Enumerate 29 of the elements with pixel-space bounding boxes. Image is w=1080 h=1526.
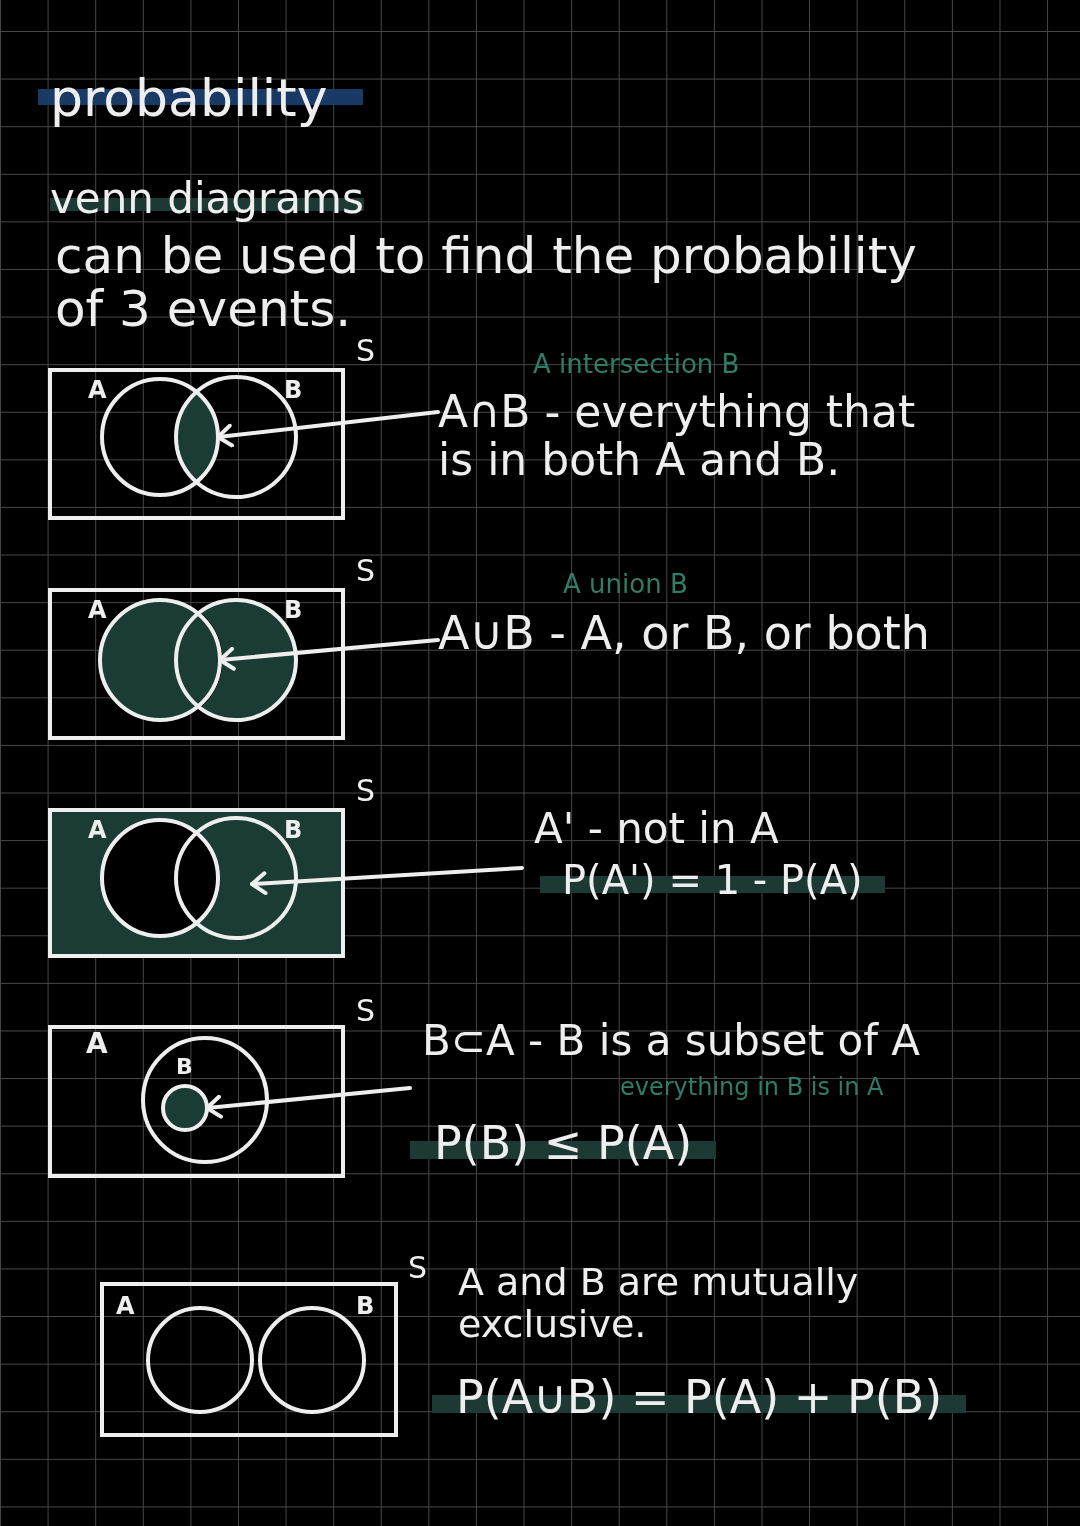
sample-space-label: S: [356, 336, 376, 366]
leader-arrow: [216, 410, 440, 448]
definition-text: A∩B - everything that is in both A and B.: [438, 388, 917, 485]
definition-text: A' - not in A: [534, 806, 779, 853]
set-label: B: [284, 378, 303, 402]
set-label: B: [284, 818, 303, 842]
sample-space-label: S: [356, 996, 376, 1026]
sample-space-label: S: [356, 556, 376, 586]
note-text: A and B are mutually exclusive.: [458, 1262, 860, 1346]
leader-arrow: [218, 638, 440, 671]
set-label: A: [116, 1294, 135, 1318]
intro-text: can be used to find the probability of 3 events.: [55, 230, 918, 335]
set-label: B: [356, 1294, 375, 1318]
set-label: B: [176, 1056, 193, 1078]
note-heading: A union B: [563, 570, 688, 599]
subheading: venn diagrams: [50, 176, 364, 223]
set-label: A: [88, 598, 107, 622]
sample-space-label: S: [408, 1253, 428, 1283]
set-label: A: [88, 818, 107, 842]
leader-arrow: [250, 866, 524, 896]
annotation-note: everything in B is in A: [620, 1074, 884, 1101]
set-label: A: [86, 1030, 108, 1058]
leader-arrow: [205, 1086, 412, 1119]
set-label: B: [284, 598, 303, 622]
set-label: A: [88, 378, 107, 402]
definition-text: B⊂A - B is a subset of A: [422, 1018, 920, 1065]
note-heading: A intersection B: [533, 350, 740, 379]
definition-text: A∪B - A, or B, or both: [438, 608, 930, 659]
sample-space-label: S: [356, 776, 376, 806]
